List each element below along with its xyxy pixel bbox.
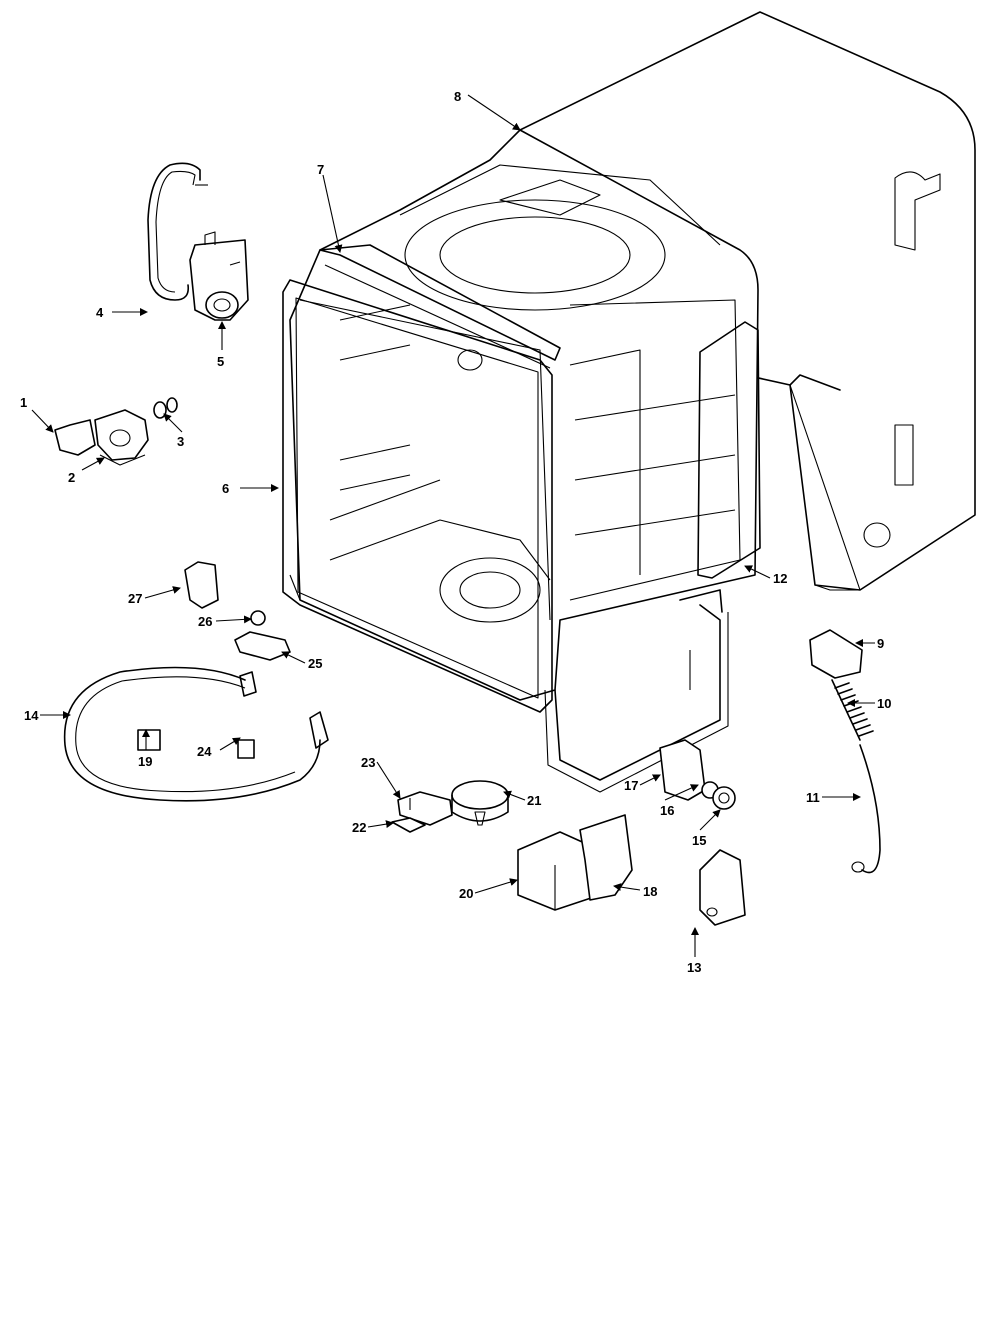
coupling [237, 739, 255, 759]
callout-7: 7 [317, 162, 324, 177]
callout-20: 20 [459, 886, 473, 901]
door-spring [831, 679, 874, 741]
callout-25: 25 [308, 656, 322, 671]
callout-6: 6 [222, 481, 229, 496]
hinge [699, 849, 746, 926]
callout-26: 26 [198, 614, 212, 629]
callout-19: 19 [138, 754, 152, 769]
insulation-blanket [697, 321, 761, 579]
callout-5: 5 [217, 354, 224, 369]
callout-18: 18 [643, 884, 657, 899]
callout-14: 14 [24, 708, 39, 723]
float-switch-bracket [234, 631, 291, 661]
callout-4: 4 [96, 305, 104, 320]
door-cable [851, 744, 881, 874]
float [250, 610, 266, 626]
callout-3: 3 [177, 434, 184, 449]
callout-13: 13 [687, 960, 701, 975]
vent-assembly [189, 231, 249, 321]
pump-housing [659, 739, 706, 801]
callout-2: 2 [68, 470, 75, 485]
mounting-bracket [579, 814, 633, 901]
callout-27: 27 [128, 591, 142, 606]
callout-1: 1 [20, 395, 27, 410]
tub-body [289, 129, 759, 701]
fill-hose [147, 162, 208, 301]
callout-23: 23 [361, 755, 375, 770]
bracket [54, 419, 96, 456]
callout-15: 15 [692, 833, 706, 848]
switch-assembly [391, 791, 453, 833]
callout-9: 9 [877, 636, 884, 651]
callout-labels: 1 2 3 4 5 6 7 8 9 10 11 12 13 14 15 16 1… [20, 89, 891, 975]
spring-plate [809, 629, 863, 679]
callout-17: 17 [624, 778, 638, 793]
bracket-27 [184, 561, 219, 609]
door-gasket [282, 279, 553, 713]
callout-11: 11 [806, 790, 820, 805]
drain-hose [63, 666, 329, 802]
callout-21: 21 [527, 793, 541, 808]
callout-22: 22 [352, 820, 366, 835]
callout-24: 24 [197, 744, 212, 759]
pump-seal-impeller [701, 781, 736, 810]
leader-lines [31, 94, 875, 957]
callout-12: 12 [773, 571, 787, 586]
callout-10: 10 [877, 696, 891, 711]
fitting [153, 397, 178, 419]
callout-8: 8 [454, 89, 461, 104]
hose-clip [137, 729, 161, 751]
water-valve [94, 409, 149, 466]
motor-mount [451, 780, 509, 826]
callout-16: 16 [660, 803, 674, 818]
